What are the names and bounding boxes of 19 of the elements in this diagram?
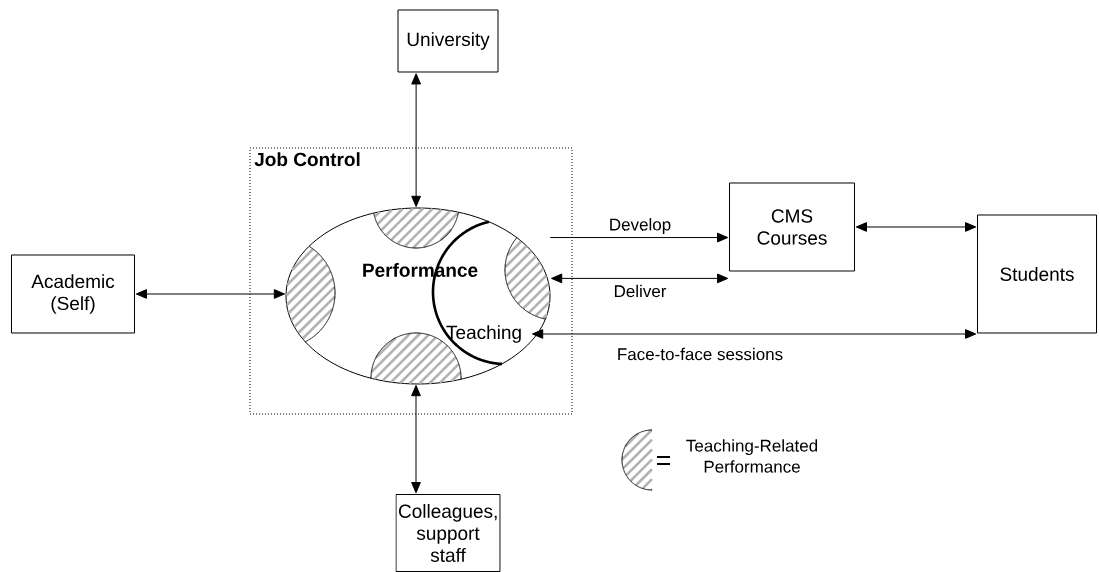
legend-text: Teaching-Related Performance [686,439,818,473]
hatched-segment [373,207,460,249]
arrow [411,385,421,494]
label-box: Colleagues, support staff [395,494,501,572]
label-box: CMS Courses [729,182,855,272]
edge-label: Face-to-face sessions [615,346,785,362]
hatched-segment [504,237,551,320]
label-box: Academic (Self) [11,254,135,334]
arrow [549,232,729,243]
label-box: Students [977,214,1097,334]
arrow [411,73,421,207]
arrow [551,273,729,284]
arrow [855,222,977,232]
arrow [135,289,285,299]
edge-label: Deliver [612,283,668,299]
label-box: University [397,9,499,73]
edge-label: Develop [607,217,673,235]
hatched-segment [285,245,336,343]
arrow [532,329,977,339]
